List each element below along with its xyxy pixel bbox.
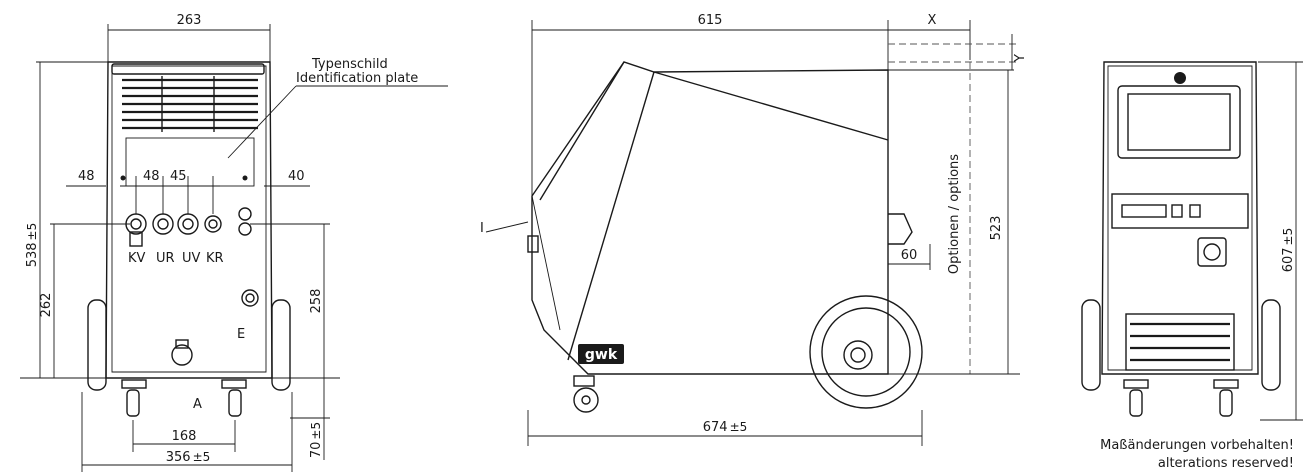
label-plate-en: Identification plate bbox=[296, 71, 418, 86]
connector-kr: KR bbox=[206, 251, 224, 266]
label-plate-de: Typenschild bbox=[311, 57, 388, 72]
rear-wheel-left bbox=[1081, 299, 1101, 391]
front-connectors bbox=[120, 175, 259, 366]
front-dim-mid-a: 48 bbox=[143, 169, 160, 184]
side-x-label: X bbox=[928, 13, 937, 28]
front-wheel-right bbox=[271, 299, 291, 391]
connector-ur: UR bbox=[156, 251, 175, 266]
connector-kv: KV bbox=[128, 251, 146, 266]
brand-badge bbox=[578, 344, 624, 364]
label-a: A bbox=[193, 397, 202, 412]
front-height-bottom: 70±5 bbox=[309, 422, 324, 458]
side-fitting bbox=[888, 213, 913, 245]
front-height-total: 538±5 bbox=[25, 223, 40, 268]
rear-height: 607±5 bbox=[1281, 228, 1296, 273]
front-base-width: 356±5 bbox=[166, 450, 211, 465]
brand-text: gwk bbox=[585, 347, 618, 363]
side-handle bbox=[527, 235, 539, 253]
front-handle bbox=[111, 63, 265, 75]
rear-grille bbox=[1125, 313, 1235, 371]
front-dim-mid-b: 45 bbox=[170, 169, 187, 184]
front-wheel-left bbox=[87, 299, 107, 391]
front-height-right: 258 bbox=[309, 289, 324, 314]
note-line-1: Maßänderungen vorbehalten! bbox=[1100, 438, 1294, 453]
side-dim-small: 60 bbox=[901, 248, 918, 263]
side-options-label: Optionen / options bbox=[947, 154, 962, 274]
front-wheel-track: 168 bbox=[172, 429, 197, 444]
side-y-label: Y bbox=[1013, 54, 1028, 63]
side-caster bbox=[573, 387, 599, 413]
side-label-i: I bbox=[480, 221, 484, 236]
rear-view: 607±5 bbox=[1081, 61, 1303, 421]
rear-display-frame bbox=[1117, 85, 1241, 159]
side-view: gwk 615 X Y 523 Optionen / options 60 bbox=[480, 13, 1028, 446]
front-dim-left: 48 bbox=[78, 169, 95, 184]
front-vents bbox=[122, 76, 258, 132]
connector-uv: UV bbox=[182, 251, 201, 266]
front-dim-right: 40 bbox=[288, 169, 305, 184]
side-height: 523 bbox=[989, 216, 1004, 241]
rear-display bbox=[1127, 93, 1231, 151]
rear-panel bbox=[1111, 193, 1249, 229]
rear-main-switch bbox=[1197, 237, 1227, 267]
side-length-top: 615 bbox=[698, 13, 723, 28]
front-casters bbox=[121, 379, 247, 417]
rear-switch bbox=[1121, 204, 1167, 218]
front-height-lower: 262 bbox=[39, 293, 54, 318]
label-e: E bbox=[237, 327, 245, 342]
rear-knob bbox=[1174, 72, 1186, 84]
side-body-outline bbox=[531, 61, 889, 375]
rear-body-outline bbox=[1101, 61, 1259, 375]
rear-wheel-right bbox=[1261, 299, 1281, 391]
note-line-2: alterations reserved! bbox=[1158, 456, 1294, 471]
side-main-wheel bbox=[809, 295, 923, 409]
side-length-total: 674±5 bbox=[703, 420, 748, 435]
front-width-top: 263 bbox=[177, 13, 202, 28]
front-view: 263 538±5 262 48 48 45 40 258 70±5 168 3… bbox=[20, 13, 448, 472]
